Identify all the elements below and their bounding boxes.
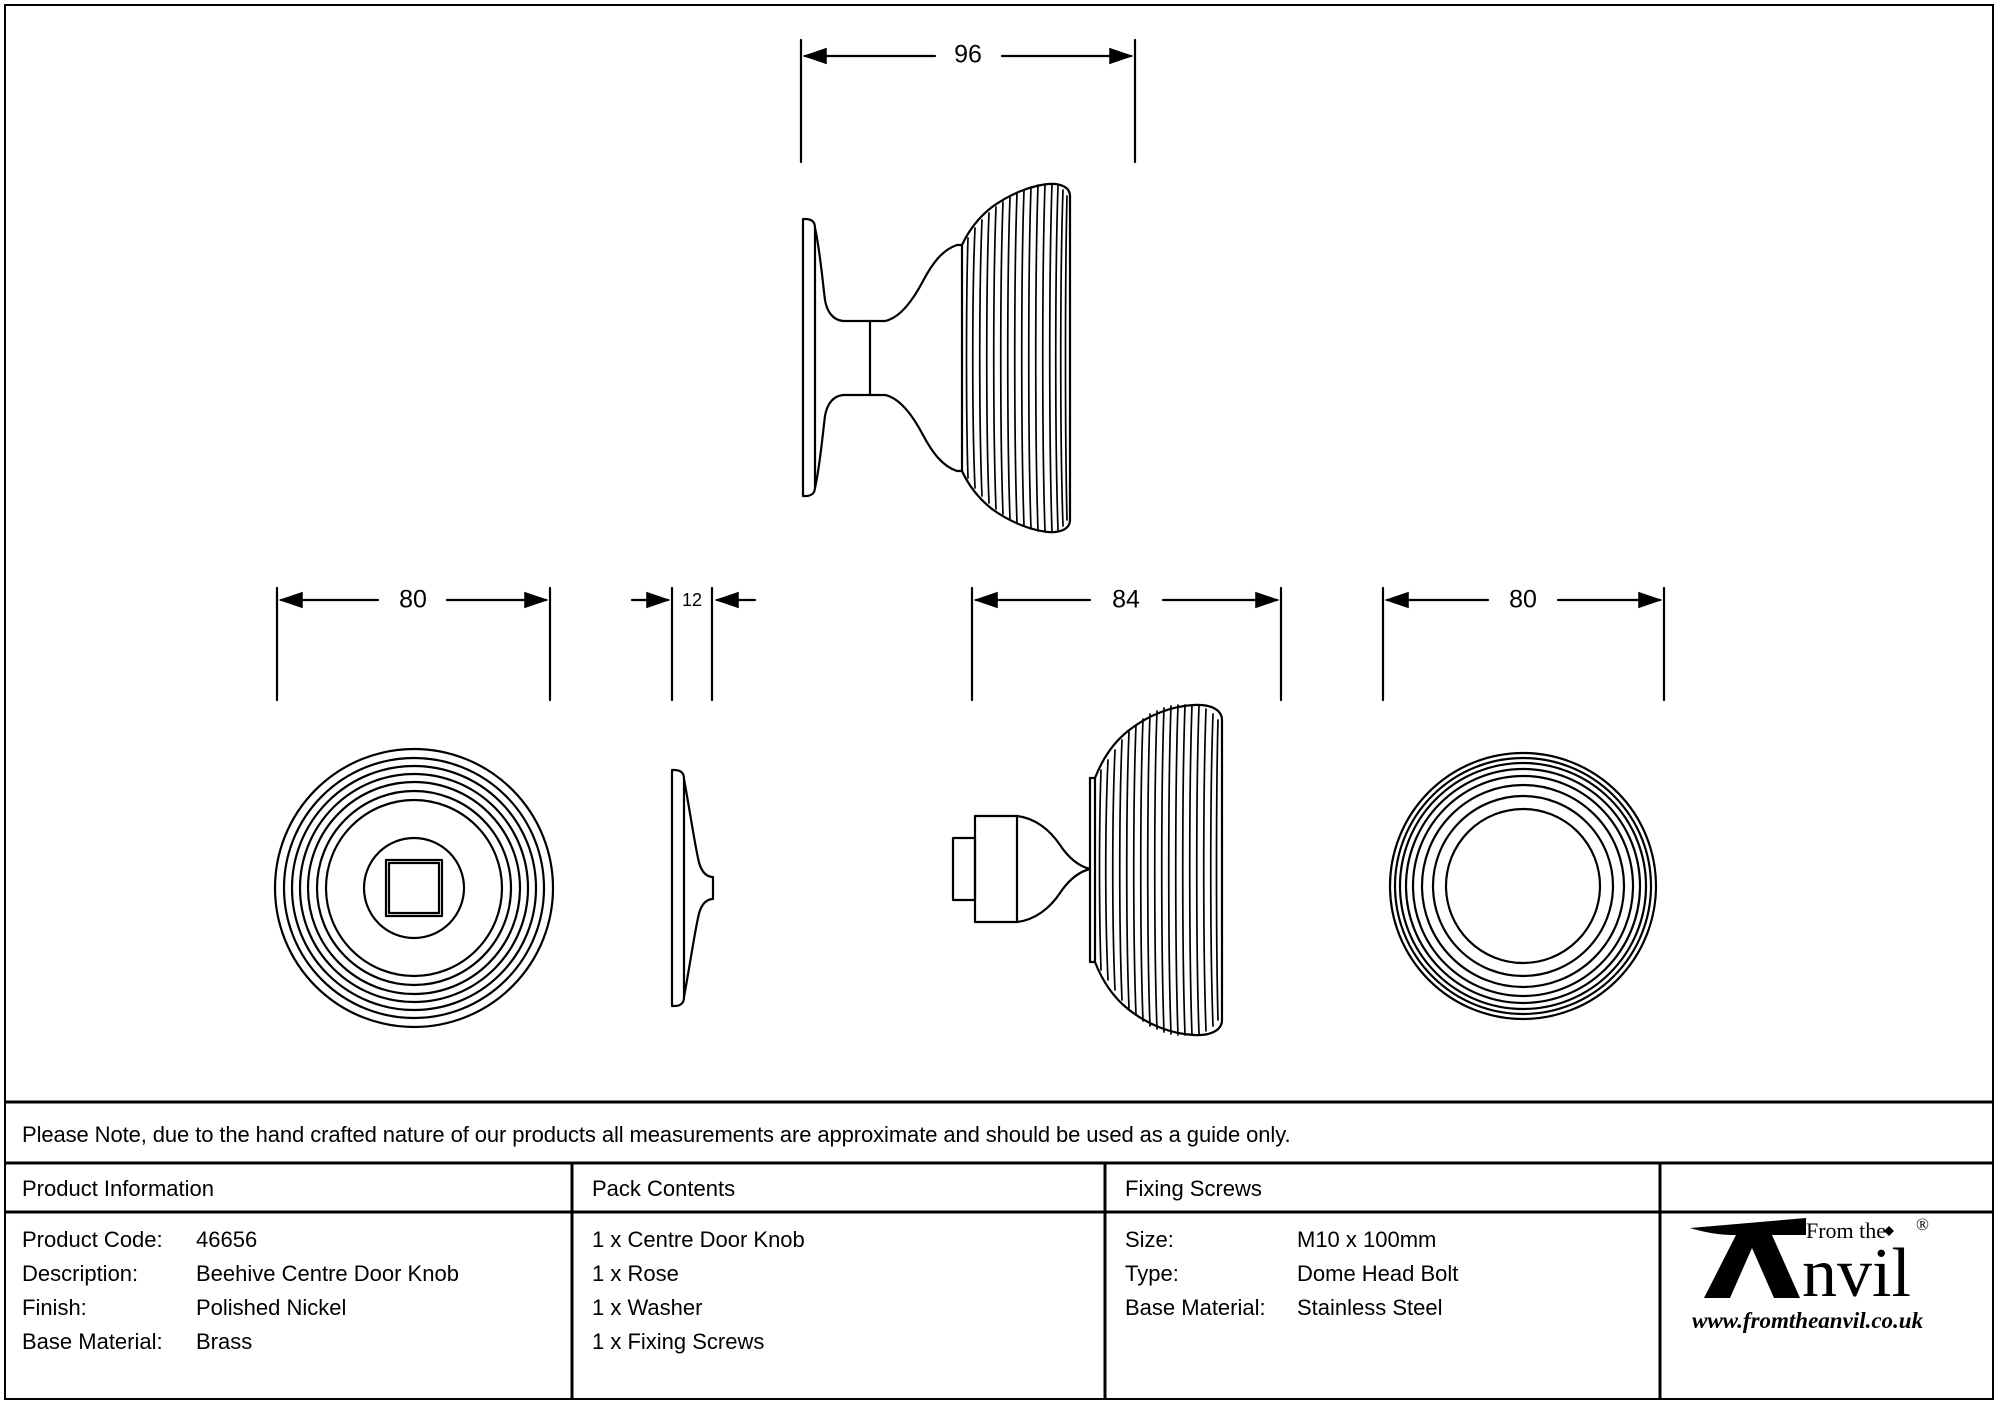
logo-website: www.fromtheanvil.co.uk (1692, 1308, 1924, 1333)
dimension-80-rose (275, 586, 552, 702)
approximate-measurements-note: Please Note, due to the hand crafted nat… (22, 1122, 1291, 1147)
dimension-label-knob-diameter: 80 (1502, 587, 1544, 613)
dimension-label-rose-depth: 12 (676, 591, 708, 609)
dimension-80-knob (1381, 586, 1666, 702)
screw-base-material-label: Base Material: (1125, 1295, 1266, 1320)
from-the-anvil-logo: nvil From the ® www.fromtheanvil.co.uk (1688, 1212, 1958, 1342)
logo-top-text: From the (1806, 1218, 1886, 1243)
screw-base-material-value: Stainless Steel (1297, 1295, 1443, 1320)
finish-label: Finish: (22, 1295, 87, 1320)
dimension-label-knob-projection: 84 (1105, 587, 1147, 613)
dimension-84-knob (970, 586, 1283, 702)
view-knob-front (1388, 751, 1658, 1021)
panel-heading-pack-contents: Pack Contents (592, 1176, 736, 1201)
pack-item-2: 1 x Rose (592, 1261, 679, 1286)
panel-heading-fixing-screws: Fixing Screws (1125, 1176, 1262, 1201)
base-material-label: Base Material: (22, 1329, 163, 1354)
screw-size-value: M10 x 100mm (1297, 1227, 1437, 1252)
product-code-value: 46656 (196, 1227, 258, 1252)
finish-value: Polished Nickel (196, 1295, 347, 1320)
view-rose-edge (670, 768, 715, 1008)
pack-item-3: 1 x Washer (592, 1295, 703, 1320)
product-code-label: Product Code: (22, 1227, 163, 1252)
view-rose-rear (273, 747, 555, 1029)
screw-type-value: Dome Head Bolt (1297, 1261, 1459, 1286)
description-value: Beehive Centre Door Knob (196, 1261, 459, 1286)
diamond-icon (1884, 1226, 1894, 1236)
base-material-value: Brass (196, 1329, 253, 1354)
anvil-icon (1690, 1218, 1806, 1298)
dimension-96 (799, 38, 1137, 164)
dimension-12-rose-depth (630, 586, 757, 702)
screw-type-label: Type: (1125, 1261, 1179, 1286)
description-label: Description: (22, 1261, 139, 1286)
view-knob-side (951, 703, 1224, 1037)
pack-item-4: 1 x Fixing Screws (592, 1329, 765, 1354)
screw-size-label: Size: (1125, 1227, 1174, 1252)
dimension-label-96: 96 (947, 42, 989, 68)
registered-mark: ® (1916, 1215, 1929, 1234)
sheet-border (4, 4, 1994, 1400)
logo-word: nvil (1802, 1235, 1911, 1312)
view-side-elevation (801, 182, 1072, 534)
info-block-rules (6, 1100, 1994, 1400)
pack-item-1: 1 x Centre Door Knob (592, 1227, 805, 1252)
panel-heading-product-information: Product Information (22, 1176, 214, 1201)
dimension-label-rose-diameter: 80 (392, 587, 434, 613)
